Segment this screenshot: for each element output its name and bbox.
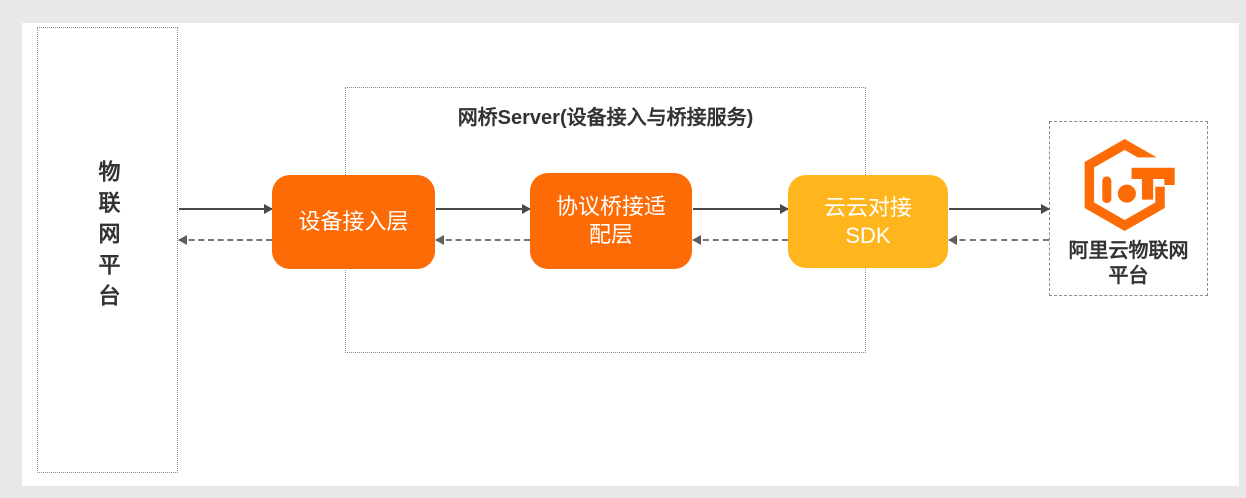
node-cloud-sdk-line2: SDK bbox=[845, 222, 891, 248]
node-protocol-bridge-adapter-layer: 协议桥接适 配层 bbox=[530, 173, 692, 269]
arrow-right-protocol-bridge-to-cloud-sdk bbox=[693, 204, 789, 214]
aliyun-label-line1: 阿里云物联网 bbox=[1068, 240, 1189, 262]
arrow-left-aliyun-to-cloud-sdk bbox=[948, 235, 1049, 245]
node-device-access-layer: 设备接入层 bbox=[272, 175, 435, 269]
arrow-right-device-access-to-protocol-bridge bbox=[436, 204, 531, 214]
aliyun-label-line2: 平台 bbox=[1108, 265, 1149, 287]
aliyun-iot-logo-icon bbox=[1084, 139, 1183, 231]
arrow-right-cloud-sdk-to-aliyun bbox=[949, 204, 1050, 214]
node-protocol-bridge-line2: 配层 bbox=[588, 222, 633, 247]
arrow-left-cloud-sdk-to-protocol-bridge bbox=[692, 235, 788, 245]
aliyun-iot-platform-box: 阿里云物联网 平台 bbox=[1049, 121, 1208, 296]
aliyun-iot-platform-label: 阿里云物联网 平台 bbox=[1069, 239, 1189, 289]
arrow-left-device-access-to-platform bbox=[178, 235, 272, 245]
bridge-server-title: 网桥Server(设备接入与桥接服务) bbox=[457, 107, 754, 129]
node-protocol-bridge-line1: 协议桥接适 bbox=[555, 194, 666, 219]
node-cloud-sdk-line1: 云云对接 bbox=[823, 194, 912, 220]
arrow-right-platform-to-device-access bbox=[179, 204, 273, 214]
arrow-left-protocol-bridge-to-device-access bbox=[435, 235, 530, 245]
node-cloud-cloud-sdk: 云云对接 SDK bbox=[788, 175, 948, 268]
iot-platform-label: 物联网平台 bbox=[95, 159, 121, 315]
node-device-access-layer-label: 设备接入层 bbox=[298, 209, 409, 234]
iot-platform-box: 物联网平台 bbox=[37, 27, 178, 473]
